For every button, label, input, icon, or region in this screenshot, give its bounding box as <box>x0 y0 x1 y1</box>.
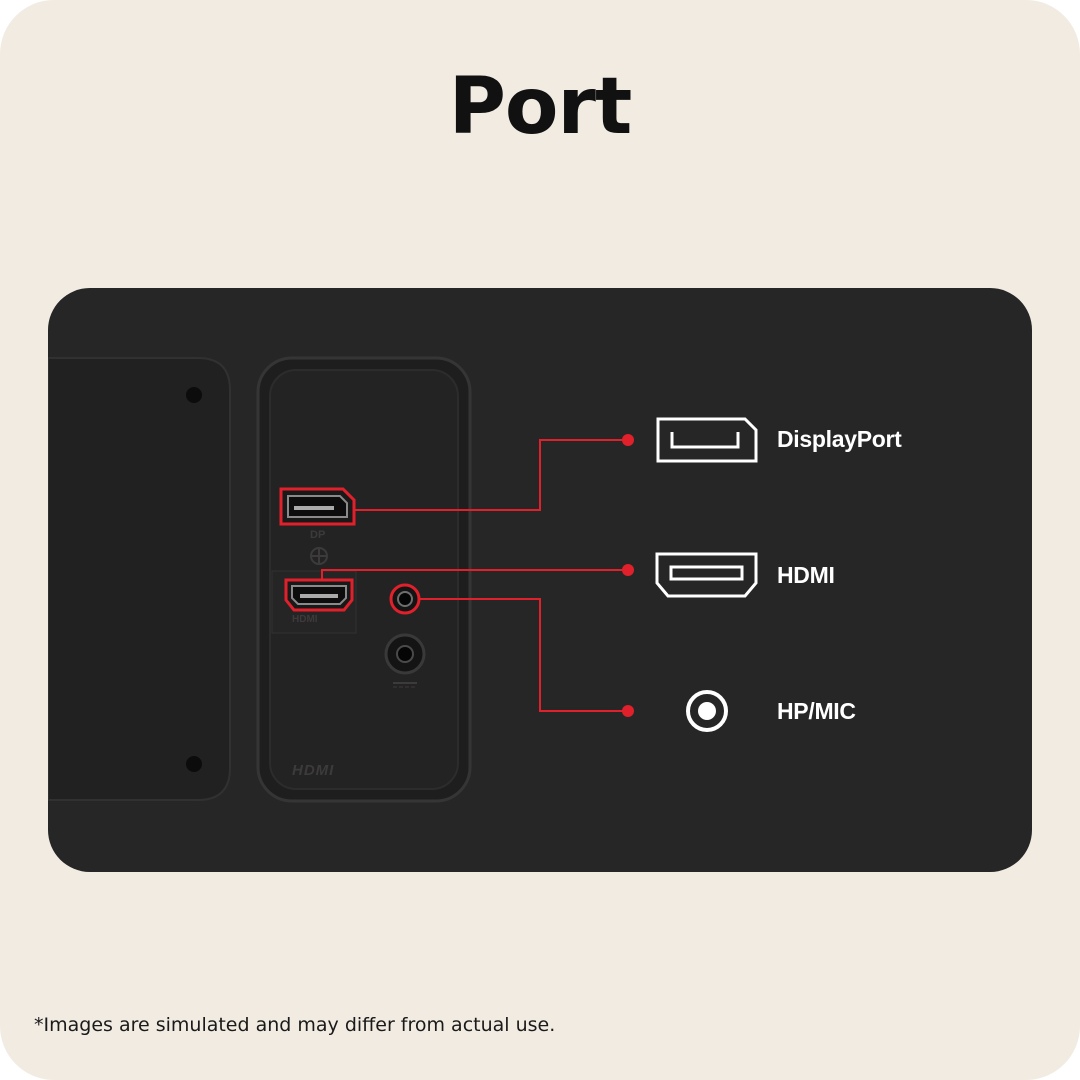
connector-dot <box>622 705 634 717</box>
connector-lines <box>321 439 628 712</box>
displayport-icon <box>656 417 758 463</box>
panel-illustration <box>48 356 758 803</box>
dp-lock-icon <box>310 547 328 565</box>
audio-jack-socket <box>389 583 421 615</box>
displayport-label: DisplayPort <box>777 426 902 452</box>
hp-mic-label: HP/MIC <box>777 698 856 724</box>
hdmi-logo-marking: HDMI <box>292 762 335 779</box>
displayport-socket <box>279 487 356 526</box>
connector-dot <box>622 564 634 576</box>
monitor-back-panel: DP HDMI HDMI DisplayPort HDMI HP/MIC <box>48 288 1032 872</box>
power-jack-socket <box>384 633 426 688</box>
audio-jack-icon <box>686 690 728 732</box>
hdmi-icon <box>655 552 758 598</box>
hdmi-marking: HDMI <box>292 614 318 625</box>
port-recess <box>256 356 472 803</box>
hdmi-socket <box>284 578 354 612</box>
left-cover-plate <box>48 357 231 801</box>
screw-hole-icon <box>186 387 202 403</box>
screw-hole-icon <box>186 756 202 772</box>
connector-dot <box>622 434 634 446</box>
page-title: Port <box>448 62 633 152</box>
disclaimer-footnote: *Images are simulated and may differ fro… <box>34 1014 556 1036</box>
hdmi-label: HDMI <box>777 562 835 588</box>
dp-marking: DP <box>310 529 326 541</box>
